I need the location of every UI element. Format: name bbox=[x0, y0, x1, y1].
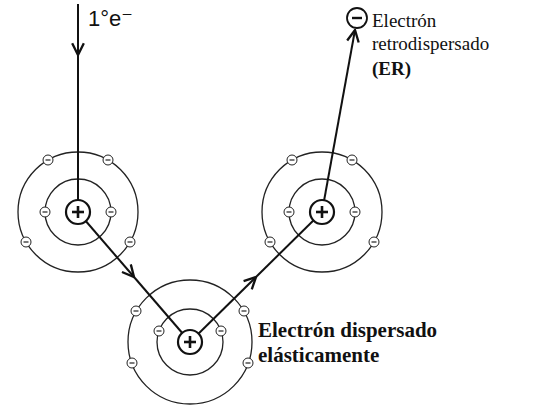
electron-label: Electrón retrodispersado bbox=[372, 10, 537, 56]
electron-path bbox=[78, 4, 355, 342]
particle-label: 1°e⁻ bbox=[88, 6, 133, 32]
backscattered-electron bbox=[347, 8, 367, 28]
abbreviation-label: (ER) bbox=[372, 58, 411, 81]
scatter-label: Electrón dispersado elásticamente bbox=[258, 318, 538, 368]
